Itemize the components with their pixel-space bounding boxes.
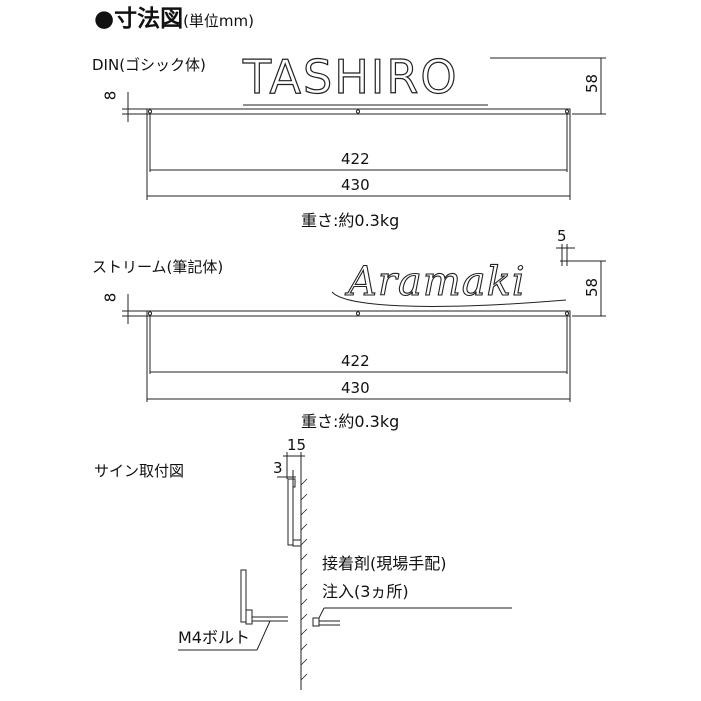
din-dim-thickness: 8: [101, 90, 120, 101]
install-drawing: [178, 452, 512, 690]
adhesive-note-line1: 接着剤(現場手配): [322, 554, 447, 573]
stream-weight: 重さ:約0.3kg: [301, 412, 400, 431]
stream-dim-offset: 5: [557, 227, 567, 245]
bolt-label: M4ボルト: [178, 628, 250, 647]
stream-dim-outer: 430: [341, 379, 370, 397]
adhesive-note-line2: 注入(3ヵ所): [322, 582, 409, 601]
stream-sample-text: Aramaki: [347, 259, 526, 305]
stream-dim-height: 58: [583, 277, 602, 298]
install-label: サイン取付図: [94, 462, 185, 480]
din-plate-drawing: [122, 57, 606, 200]
title-unit: (単位mm): [183, 12, 255, 30]
stream-plate-drawing: [122, 244, 606, 402]
stream-label: ストリーム(筆記体): [92, 258, 224, 276]
din-weight: 重さ:約0.3kg: [301, 211, 400, 230]
din-dim-inner: 422: [341, 150, 370, 168]
din-dim-height: 58: [583, 73, 602, 94]
stream-dim-inner: 422: [341, 352, 370, 370]
din-sample-text: TASHIRO: [242, 50, 459, 104]
title-main: ●寸法図: [94, 6, 184, 32]
stream-dim-thickness: 8: [101, 292, 120, 303]
install-dim-total: 15: [287, 436, 307, 454]
din-dim-outer: 430: [341, 176, 370, 194]
din-label: DIN(ゴシック体): [92, 56, 206, 74]
page-title: ●寸法図(単位mm): [94, 8, 254, 31]
install-dim-small: 3: [273, 459, 283, 477]
